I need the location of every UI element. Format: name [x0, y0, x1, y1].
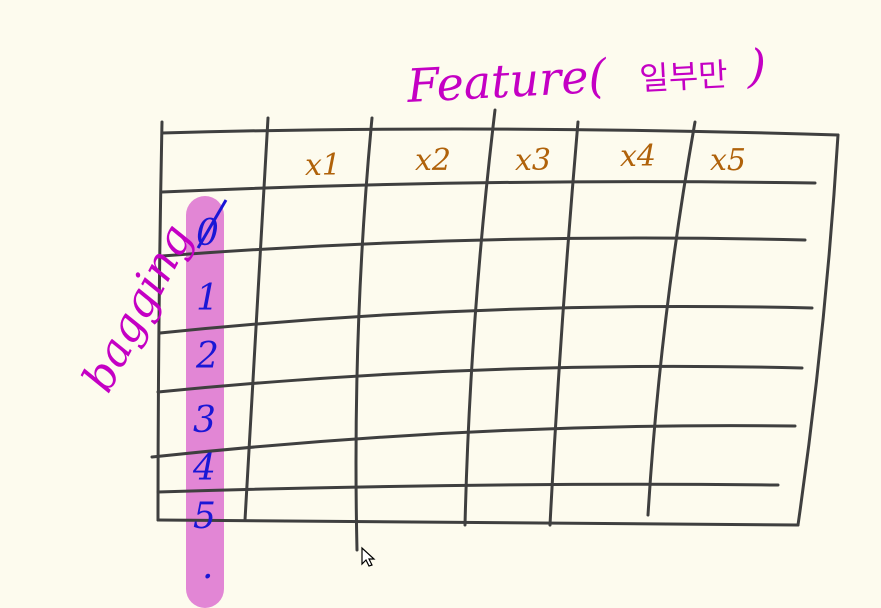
column-header: x3 [515, 143, 551, 178]
row-number: 2 [195, 336, 219, 377]
row-line-5 [150, 424, 797, 459]
column-header: x5 [710, 143, 746, 178]
row-line-1 [160, 180, 817, 194]
title-text: Feature( [405, 49, 609, 113]
row-line-6 [156, 482, 780, 494]
zero-slash [196, 199, 228, 249]
row-number: 4 [192, 448, 216, 489]
column-header: x1 [305, 148, 341, 183]
title-group: Feature( 일부만 ) [405, 39, 766, 113]
row-number: 3 [193, 400, 216, 441]
column-headers: x1 x2 x3 x4 x5 [305, 139, 746, 183]
mouse-cursor-icon [361, 546, 376, 567]
row-number: . [202, 546, 213, 587]
col-line-4 [548, 120, 580, 527]
title-close-paren: ) [747, 39, 766, 93]
col-line-3 [463, 108, 497, 527]
title-korean: 일부만 [638, 55, 728, 98]
row-number: 1 [196, 278, 219, 319]
row-line-4 [156, 364, 804, 394]
feature-table-grid [150, 108, 840, 552]
table-top-border [160, 127, 840, 137]
column-header: x4 [620, 139, 656, 174]
row-number: 5 [193, 496, 216, 537]
row-line-3 [158, 304, 814, 335]
row-highlight [186, 196, 224, 608]
table-right-border [796, 133, 840, 527]
col-line-2 [354, 116, 374, 552]
table-bottom-border [156, 518, 800, 527]
column-header: x2 [415, 143, 451, 178]
col-line-1 [243, 116, 270, 522]
col-line-5 [646, 120, 697, 517]
bagging-label: bagging [73, 216, 203, 400]
table-left-border [156, 120, 164, 522]
row-line-2 [160, 236, 807, 258]
